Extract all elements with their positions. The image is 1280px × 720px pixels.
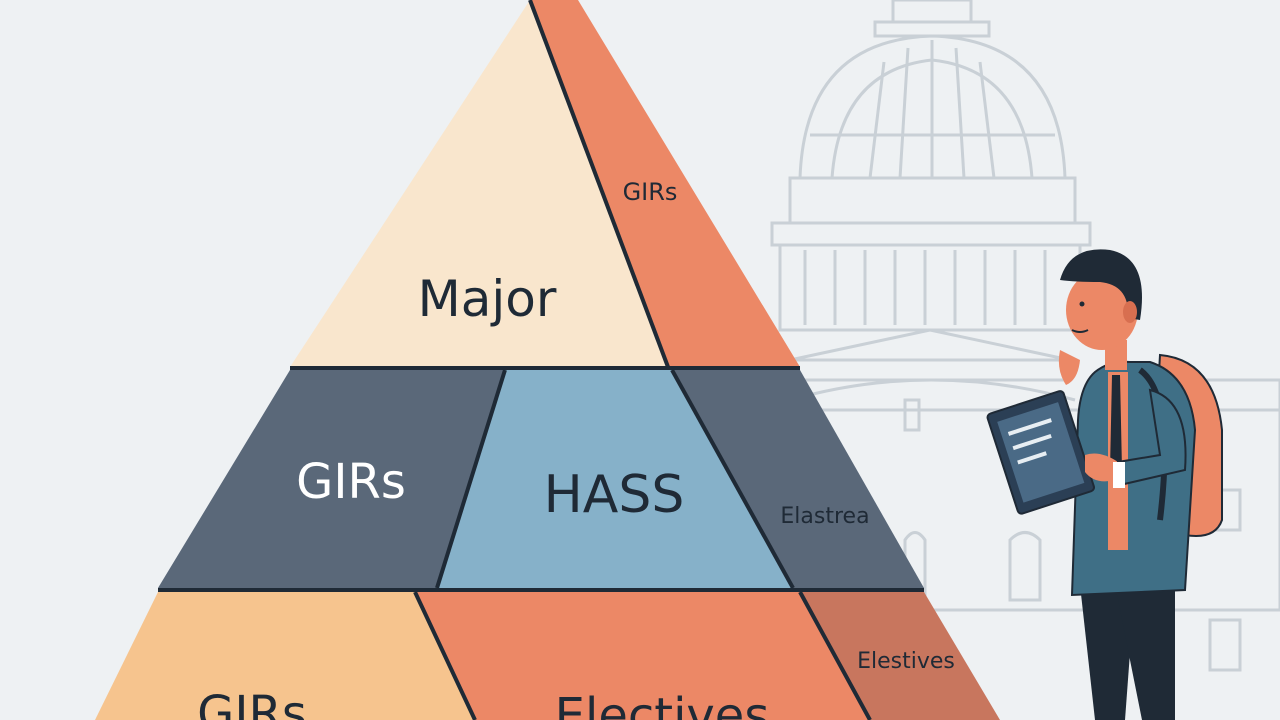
student-with-tablet-icon xyxy=(986,249,1223,720)
bottom-tier-electives xyxy=(415,592,870,720)
middle-tier-girs xyxy=(158,370,505,588)
middle-tier-hass xyxy=(437,370,793,588)
bottom-tier-electives-side xyxy=(800,592,1000,720)
label-top-major: Major xyxy=(418,270,557,328)
label-middle-hass: HASS xyxy=(544,465,685,525)
label-middle-electives: Elastrea xyxy=(780,504,869,529)
top-tier-girs xyxy=(530,0,800,367)
label-middle-girs: GIRs xyxy=(296,454,406,510)
middle-tier-electives xyxy=(672,370,924,588)
label-top-girs: GIRs xyxy=(623,178,678,206)
label-bottom-girs: GIRs xyxy=(197,686,307,720)
bottom-tier-girs xyxy=(95,592,475,720)
label-bottom-electives: Electives xyxy=(555,688,770,720)
pyramid-dividers xyxy=(158,0,924,720)
label-bottom-electives-side: Elestives xyxy=(857,649,955,674)
